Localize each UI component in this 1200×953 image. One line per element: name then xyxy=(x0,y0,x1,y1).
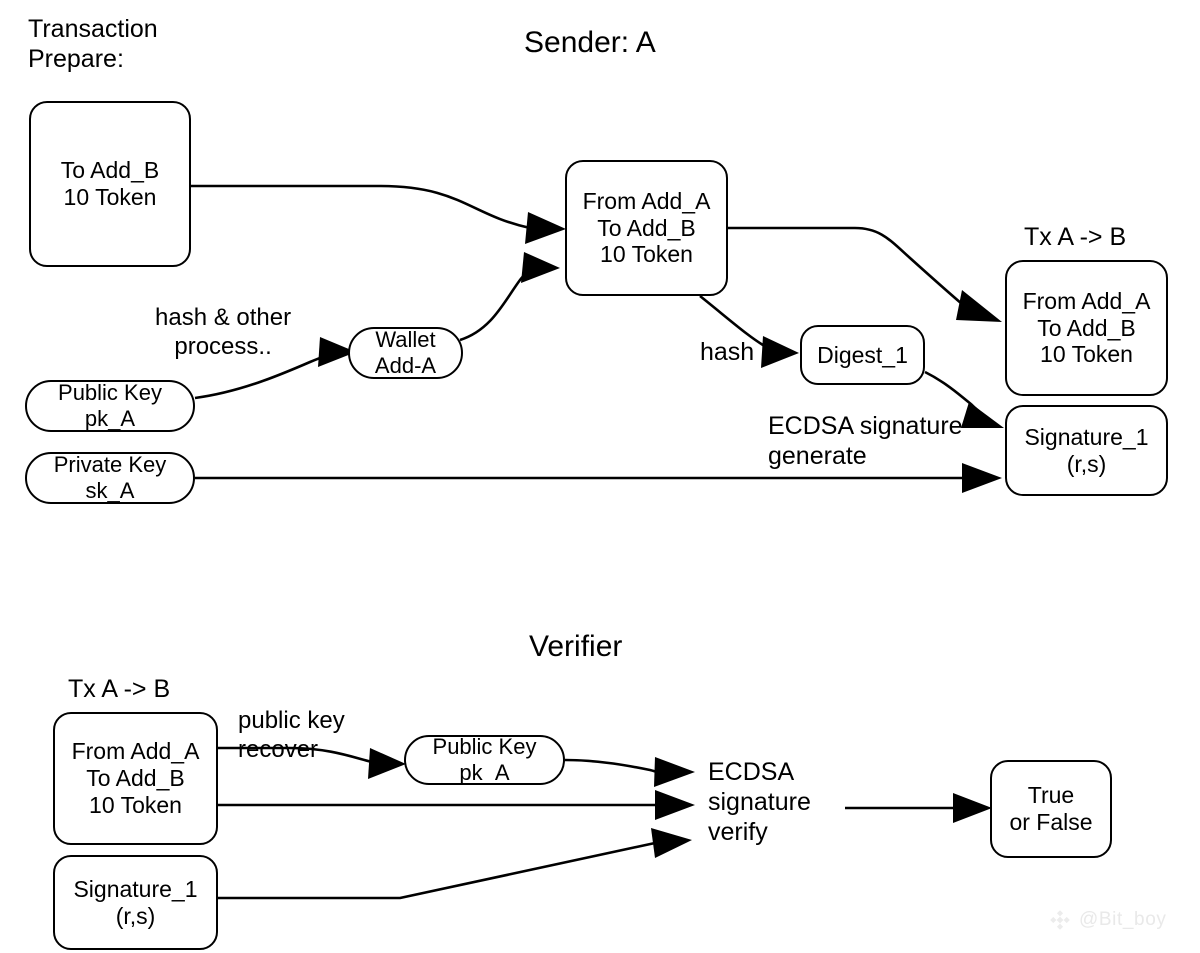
arrowhead-tx-draft-top xyxy=(525,212,566,244)
arrowhead-verify-bottom xyxy=(651,828,692,858)
node-verifier-signature[interactable]: Signature_1 (r,s) xyxy=(53,855,218,950)
node-signature-1[interactable]: Signature_1 (r,s) xyxy=(1005,405,1168,496)
node-public-key-a[interactable]: Public Key pk_A xyxy=(25,380,195,432)
node-verifier-signature-line-1: Signature_1 xyxy=(73,875,198,902)
node-public-key-a-line-2: pk_A xyxy=(84,406,136,431)
transaction-prepare-caption: Transaction Prepare: xyxy=(28,15,158,73)
node-digest-1-line-1: Digest_1 xyxy=(817,341,908,368)
ecdsa-signature-generate-caption: ECDSA signature generate xyxy=(768,412,963,470)
node-tx-final-line-2: To Add_B xyxy=(1037,314,1136,341)
hash-other-process-caption: hash & other process.. xyxy=(155,304,292,360)
arrowhead-verify-middle xyxy=(655,790,695,820)
edge-tx-draft-to-tx-final xyxy=(728,226,963,305)
node-result[interactable]: True or False xyxy=(990,760,1112,858)
node-verifier-public-key-line-1: Public Key xyxy=(432,734,537,760)
node-result-line-2: or False xyxy=(1009,809,1093,835)
node-wallet-add-a-line-1: Wallet xyxy=(375,327,436,353)
node-digest-1[interactable]: Digest_1 xyxy=(800,325,925,385)
edge-wallet-to-tx-draft xyxy=(459,265,533,342)
node-verifier-tx-line-3: 10 Token xyxy=(89,791,182,818)
arrowhead-signature-1-lower xyxy=(962,463,1002,493)
arrowhead-verify-top xyxy=(654,757,695,787)
node-verifier-public-key[interactable]: Public Key pk_A xyxy=(404,734,565,785)
arrowhead-signature-1-upper xyxy=(961,402,1004,428)
node-private-key-a-line-2: sk_A xyxy=(85,478,135,503)
arrowhead-digest-1 xyxy=(761,336,799,368)
arrowhead-wallet-add-a xyxy=(318,337,356,367)
node-verifier-tx-line-2: To Add_B xyxy=(86,765,185,792)
arrowhead-tx-draft-bottom xyxy=(521,252,560,283)
arrowhead-result xyxy=(953,793,992,823)
watermark: @Bit_boy xyxy=(1048,908,1166,932)
edge-public-key-to-verify xyxy=(564,758,661,775)
node-result-line-1: True xyxy=(1027,782,1075,809)
node-to-add-b-line-1: To Add_B xyxy=(60,157,160,184)
node-signature-1-line-1: Signature_1 xyxy=(1024,423,1149,450)
node-tx-final-line-1: From Add_A xyxy=(1022,287,1151,314)
node-to-add-b-line-2: 10 Token xyxy=(63,184,157,210)
node-tx-draft-line-2: To Add_B xyxy=(597,214,696,241)
node-public-key-a-line-1: Public Key xyxy=(58,380,162,406)
hash-caption: hash xyxy=(700,338,755,366)
node-wallet-add-a[interactable]: Wallet Add-A xyxy=(348,327,463,379)
node-tx-final-line-3: 10 Token xyxy=(1040,341,1133,368)
arrowhead-tx-final xyxy=(956,290,1002,322)
sender-section-title: Sender: A xyxy=(524,26,656,59)
node-verifier-public-key-line-2: pk_A xyxy=(459,760,510,785)
ecdsa-signature-verify-caption: ECDSA signature verify xyxy=(708,758,811,846)
node-verifier-tx-line-1: From Add_A xyxy=(71,738,200,765)
tx-label-verifier: Tx A -> B xyxy=(68,675,171,703)
watermark-handle: @Bit_boy xyxy=(1079,909,1167,930)
arrowhead-verifier-public-key xyxy=(368,748,406,779)
node-verifier-signature-line-2: (r,s) xyxy=(115,902,156,929)
tx-label-sender: Tx A -> B xyxy=(1024,223,1127,251)
verifier-section-title: Verifier xyxy=(529,630,623,663)
node-tx-draft[interactable]: From Add_A To Add_B 10 Token xyxy=(565,160,728,296)
node-private-key-a-line-1: Private Key xyxy=(53,452,167,478)
node-to-add-b[interactable]: To Add_B 10 Token xyxy=(29,101,191,267)
edge-verifier-signature-to-verify xyxy=(218,841,656,900)
node-verifier-tx[interactable]: From Add_A To Add_B 10 Token xyxy=(53,712,218,845)
public-key-recover-caption: public key recover xyxy=(238,707,345,763)
node-wallet-add-a-line-2: Add-A xyxy=(374,353,437,378)
node-private-key-a[interactable]: Private Key sk_A xyxy=(25,452,195,504)
edge-to-add-b-to-tx-draft xyxy=(191,184,531,230)
binance-diamond-icon xyxy=(1048,908,1072,932)
node-tx-draft-line-3: 10 Token xyxy=(600,241,693,268)
node-tx-draft-line-1: From Add_A xyxy=(582,187,711,214)
node-tx-final[interactable]: From Add_A To Add_B 10 Token xyxy=(1005,260,1168,396)
node-signature-1-line-2: (r,s) xyxy=(1066,450,1107,477)
